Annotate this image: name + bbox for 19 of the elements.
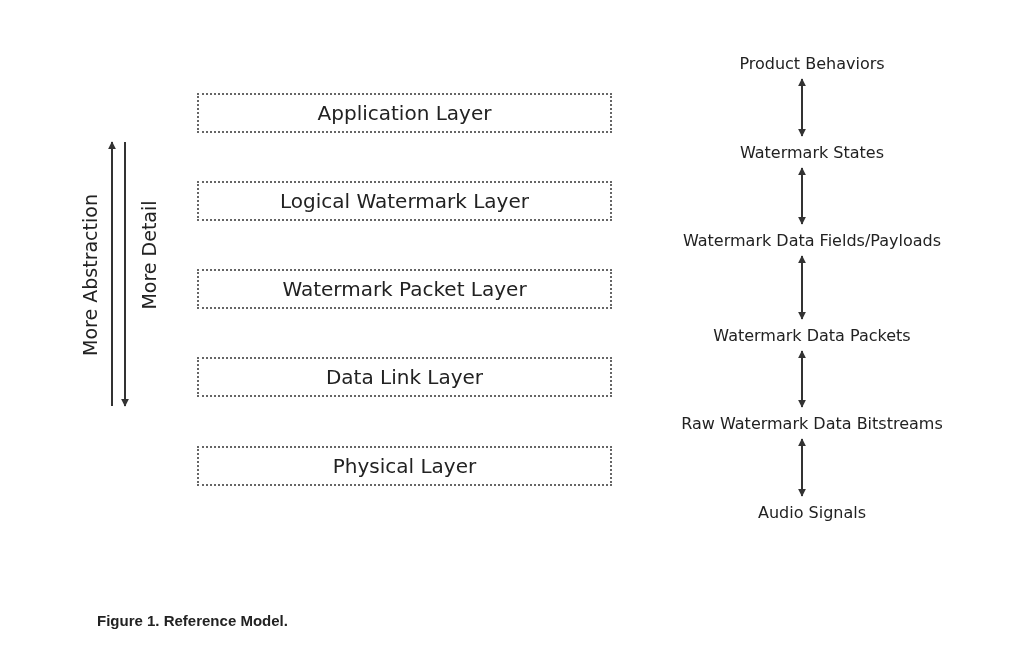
double-arrow	[798, 350, 806, 408]
axis-label: More Abstraction	[78, 194, 101, 356]
double-arrow	[798, 438, 806, 497]
text-label: Watermark States	[712, 141, 912, 163]
double-arrow	[798, 78, 806, 137]
double-arrow	[798, 167, 806, 225]
layer-box: Data Link Layer	[197, 357, 612, 397]
layer-box: Physical Layer	[197, 446, 612, 486]
axis-label: More Detail	[137, 200, 160, 310]
text-label: Raw Watermark Data Bitstreams	[640, 412, 984, 434]
figure-caption: Figure 1. Reference Model.	[97, 612, 288, 629]
text-label: Audio Signals	[712, 501, 912, 523]
layer-box: Application Layer	[197, 93, 612, 133]
double-arrow	[798, 255, 806, 320]
layer-box: Watermark Packet Layer	[197, 269, 612, 309]
text-label: Watermark Data Packets	[685, 324, 939, 346]
text-label: Watermark Data Fields/Payloads	[640, 229, 984, 251]
text-label: Product Behaviors	[712, 52, 912, 74]
layer-box: Logical Watermark Layer	[197, 181, 612, 221]
